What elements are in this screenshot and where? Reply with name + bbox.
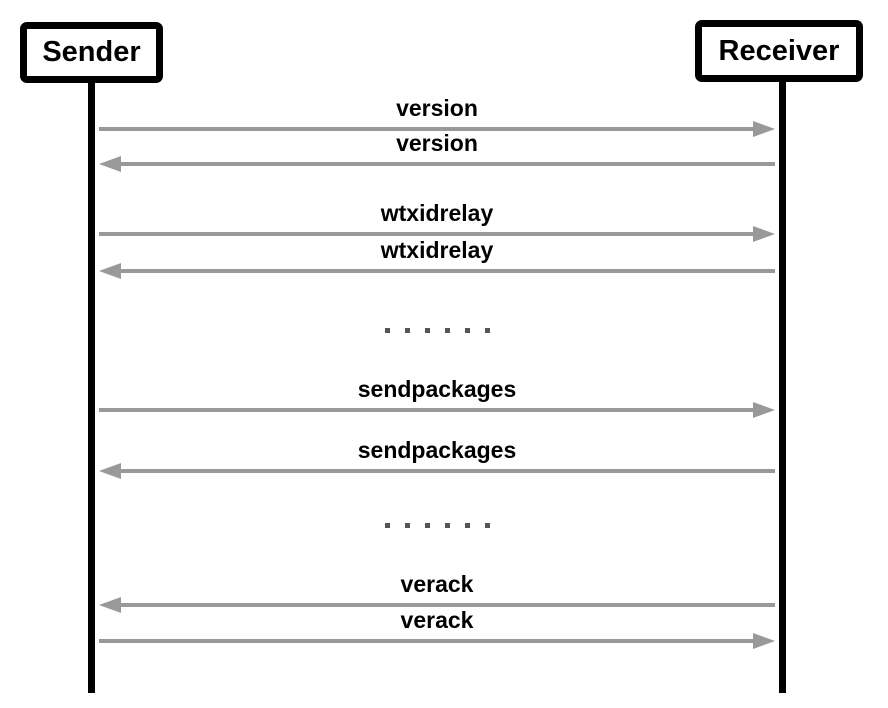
message-label: verack	[400, 571, 474, 597]
arrowhead-left-icon	[99, 263, 121, 279]
message-row: sendpackages	[99, 376, 775, 418]
message-row: sendpackages	[99, 437, 775, 479]
ellipsis-dot	[384, 523, 390, 528]
ellipsis-dot	[464, 523, 470, 528]
message-row: verack	[99, 607, 775, 649]
ellipsis-dot	[384, 328, 390, 333]
ellipsis-dot	[464, 328, 470, 333]
ellipsis-row	[99, 523, 775, 528]
ellipsis-dot	[424, 328, 430, 333]
ellipsis-dot	[484, 523, 490, 528]
arrow-shaft	[111, 162, 775, 166]
message-arrow-right	[99, 121, 775, 137]
arrowhead-left-icon	[99, 463, 121, 479]
message-label: wtxidrelay	[380, 237, 494, 263]
arrow-shaft	[111, 603, 775, 607]
ellipsis-dot	[424, 523, 430, 528]
message-arrow-right	[99, 402, 775, 418]
message-arrow-right	[99, 226, 775, 242]
message-row: verack	[99, 571, 775, 613]
message-arrow-left	[99, 597, 775, 613]
message-row: wtxidrelay	[99, 200, 775, 242]
actor-box-sender: Sender	[20, 22, 163, 83]
message-arrow-left	[99, 463, 775, 479]
ellipsis-dot	[404, 523, 410, 528]
arrowhead-right-icon	[753, 121, 775, 137]
arrow-shaft	[99, 127, 763, 131]
message-label: sendpackages	[357, 437, 517, 463]
message-row: version	[99, 95, 775, 137]
arrowhead-right-icon	[753, 402, 775, 418]
message-label: verack	[400, 607, 474, 633]
lifeline-receiver	[779, 79, 786, 693]
arrow-shaft	[99, 639, 763, 643]
actor-box-receiver: Receiver	[695, 20, 863, 82]
message-arrow-left	[99, 263, 775, 279]
message-arrow-left	[99, 156, 775, 172]
message-label: sendpackages	[357, 376, 517, 402]
arrow-shaft	[99, 408, 763, 412]
arrowhead-right-icon	[753, 226, 775, 242]
ellipsis-dot	[484, 328, 490, 333]
arrow-shaft	[99, 232, 763, 236]
message-label: wtxidrelay	[380, 200, 494, 226]
message-label: version	[396, 130, 478, 156]
message-label: version	[396, 95, 478, 121]
ellipsis-row	[99, 328, 775, 333]
arrowhead-right-icon	[753, 633, 775, 649]
message-arrow-right	[99, 633, 775, 649]
ellipsis-dot	[404, 328, 410, 333]
arrow-shaft	[111, 469, 775, 473]
lifeline-sender	[88, 80, 95, 693]
message-row: version	[99, 130, 775, 172]
actor-label-receiver: Receiver	[718, 34, 840, 67]
arrowhead-left-icon	[99, 597, 121, 613]
ellipsis-dot	[444, 328, 450, 333]
ellipsis-dot	[444, 523, 450, 528]
arrow-shaft	[111, 269, 775, 273]
message-row: wtxidrelay	[99, 237, 775, 279]
arrowhead-left-icon	[99, 156, 121, 172]
actor-label-sender: Sender	[42, 36, 141, 68]
